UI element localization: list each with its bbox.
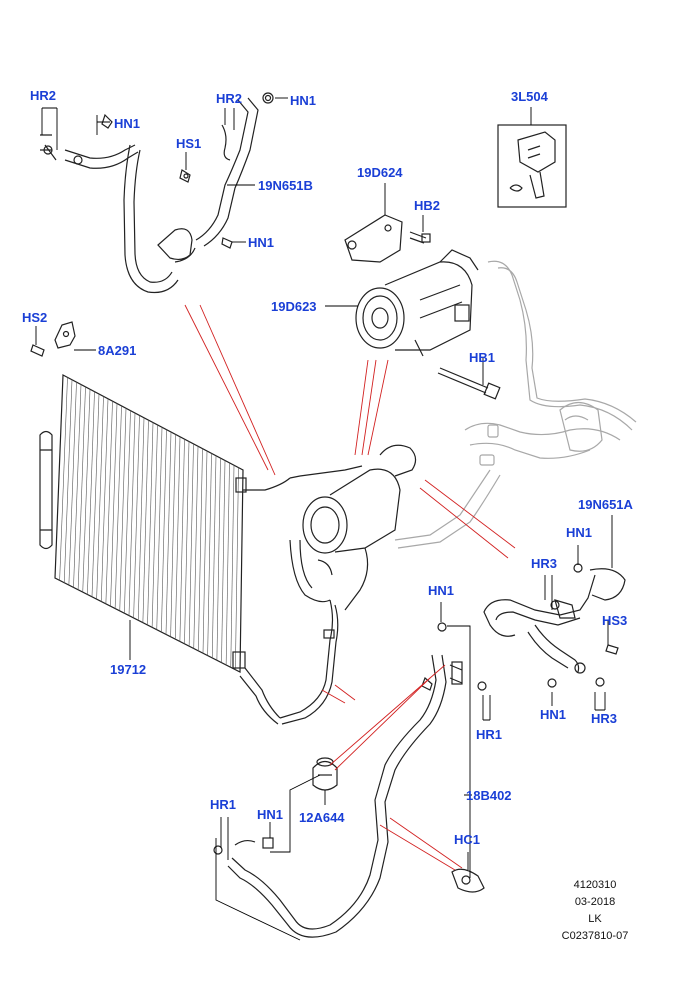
condenser-19712 (39, 374, 291, 673)
callout-hn1-bottom[interactable]: HN1 (257, 807, 284, 822)
callout-hs2[interactable]: HS2 (22, 310, 48, 325)
condenser-fin (100, 398, 109, 602)
condenser-fin (188, 443, 194, 647)
callout-18b402[interactable]: 18B402 (466, 788, 512, 803)
callout-12a644[interactable]: 12A644 (299, 810, 345, 825)
condenser-fin (202, 450, 208, 654)
hose-19n651b (40, 92, 274, 294)
callout-hr1-center[interactable]: HR1 (476, 727, 503, 742)
condenser-fin (82, 389, 91, 593)
bracket-8a291 (30, 321, 76, 357)
callout-3l504[interactable]: 3L504 (511, 89, 548, 104)
callout-hr2-top-left[interactable]: HR2 (30, 88, 57, 103)
condenser-fin (63, 379, 73, 583)
condenser-fin (165, 431, 172, 635)
condenser-fin (87, 391, 95, 595)
clip-hc1 (451, 868, 485, 893)
condenser-fin (161, 429, 167, 633)
reference-date: 03-2018 (574, 896, 616, 908)
condenser-fin (221, 460, 226, 663)
condenser-fin (73, 384, 82, 588)
condenser-fin (119, 408, 127, 611)
condenser-fin (124, 410, 131, 614)
condenser-fin (156, 427, 163, 630)
leader-lines (35, 97, 613, 941)
condenser-fin (216, 458, 221, 661)
callout-19712[interactable]: 19712 (110, 662, 147, 677)
condenser-fin (184, 441, 190, 644)
condenser-fin (211, 455, 217, 658)
condenser-fin (110, 403, 118, 607)
condenser-fin (207, 453, 212, 656)
callout-hr2-top-mid[interactable]: HR2 (216, 91, 243, 106)
condenser-fin (114, 405, 122, 609)
condenser-fin (68, 382, 77, 586)
bracket-19d624 (344, 214, 431, 263)
callout-hb1[interactable]: HB1 (469, 350, 496, 365)
condenser-fin (142, 420, 149, 623)
callout-hn1-right[interactable]: HN1 (566, 525, 593, 540)
callout-hb2[interactable]: HB2 (414, 198, 441, 213)
bolt-hb1 (437, 367, 501, 400)
callout-hn1-right-bottom[interactable]: HN1 (540, 707, 567, 722)
callout-8a291[interactable]: 8A291 (98, 343, 137, 358)
callout-hn1-center[interactable]: HN1 (428, 583, 455, 598)
condenser-fin (137, 417, 145, 621)
callout-19n651a[interactable]: 19N651A (578, 497, 633, 512)
callout-hr3-right-bottom[interactable]: HR3 (591, 711, 618, 726)
compressor-19d623 (355, 249, 479, 357)
condenser-fin (91, 393, 100, 597)
condenser-fin (193, 446, 199, 649)
condenser-fin (235, 467, 239, 670)
condenser-fin (230, 465, 235, 668)
callout-hn1-top-left[interactable]: HN1 (114, 116, 141, 131)
condenser-fin (179, 439, 185, 642)
sensor-12a644 (312, 757, 338, 791)
condenser-fin (105, 401, 113, 604)
condenser-fin (77, 386, 86, 590)
reference-code: C0237810-07 (561, 930, 629, 942)
callout-19d624[interactable]: 19D624 (357, 165, 403, 180)
callout-hn1-mid[interactable]: HN1 (248, 235, 275, 250)
callout-19n651b[interactable]: 19N651B (258, 178, 313, 193)
condenser-fin (128, 412, 136, 616)
callout-hr1-bottom-left[interactable]: HR1 (210, 797, 237, 812)
callout-hc1[interactable]: HC1 (454, 832, 481, 847)
ghost-pipework (394, 260, 637, 549)
reference-number: 4120310 (573, 879, 617, 891)
condenser-fin (170, 434, 176, 637)
condenser-fin (225, 462, 230, 665)
highlight-lines (184, 304, 516, 871)
hose-18b402 (213, 622, 487, 938)
condenser-fin (133, 415, 140, 618)
compressor-mounted (239, 444, 417, 725)
condenser-fin (174, 436, 181, 640)
condenser-fin (147, 422, 154, 626)
condenser-fin (198, 448, 203, 651)
condenser-fin (151, 424, 158, 628)
callout-hs1[interactable]: HS1 (176, 136, 202, 151)
hose-19n651a (483, 563, 626, 688)
callout-hs3[interactable]: HS3 (602, 613, 628, 628)
callout-hr3-right-top[interactable]: HR3 (531, 556, 558, 571)
inset-3l504 (497, 124, 567, 208)
reference-model: LK (588, 913, 602, 925)
condenser-fin (59, 377, 68, 581)
callout-19d623[interactable]: 19D623 (271, 299, 317, 314)
condenser-fin (96, 396, 104, 600)
callout-hn1-top-mid[interactable]: HN1 (290, 93, 317, 108)
